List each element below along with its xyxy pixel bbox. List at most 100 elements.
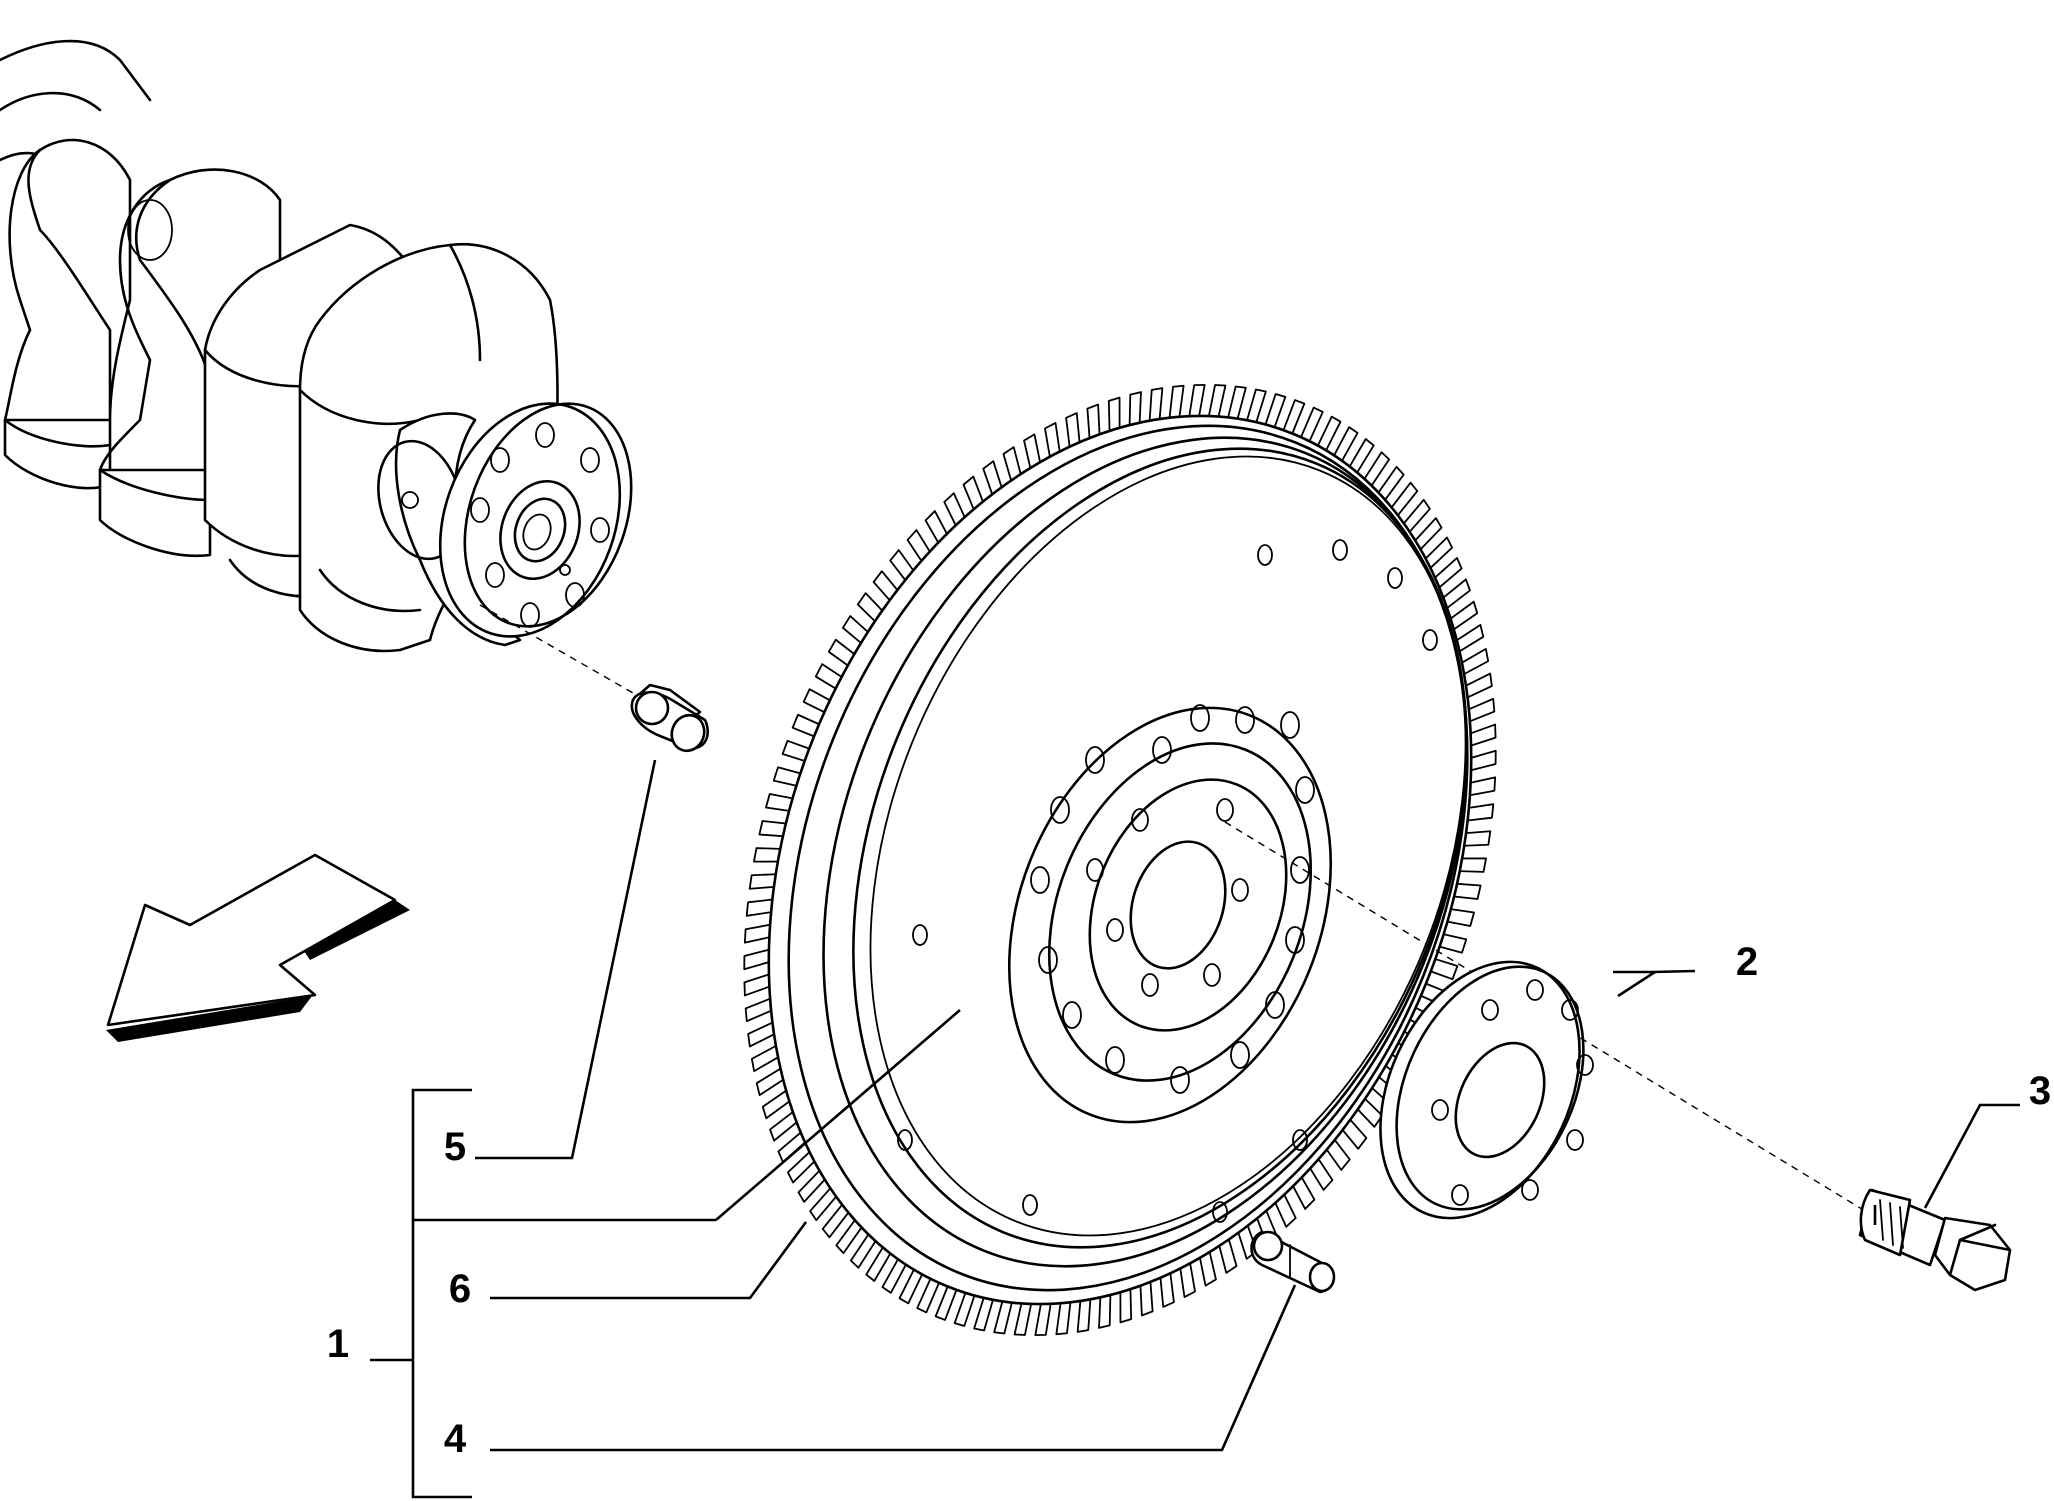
- gear-tooth: [1458, 857, 1487, 873]
- gear-tooth: [1446, 908, 1475, 927]
- gear-tooth: [1434, 557, 1463, 589]
- hub-holes: [1030, 704, 1315, 1094]
- gear-tooth: [1469, 723, 1497, 747]
- gear-tooth: [1098, 1294, 1112, 1329]
- gear-tooth: [1065, 412, 1081, 448]
- gear-tooth: [743, 948, 770, 971]
- callout-1: 1: [327, 1322, 349, 1366]
- gear-tooth: [916, 1277, 940, 1314]
- gear-tooth: [755, 1067, 785, 1096]
- gear-tooth: [1148, 387, 1164, 422]
- callout-3: 3: [2029, 1069, 2051, 1113]
- gear-tooth: [1402, 498, 1431, 533]
- rim-holes: [897, 539, 1438, 1223]
- gear-tooth: [772, 766, 802, 787]
- gear-tooth: [1199, 1251, 1217, 1287]
- direction-arrow-icon: [106, 853, 410, 1042]
- gear-tooth: [1119, 1288, 1133, 1324]
- callout-leaders: [370, 759, 2020, 1499]
- gear-tooth: [1449, 600, 1479, 631]
- gear-tooth: [750, 1044, 779, 1073]
- gear-tooth: [1325, 1138, 1351, 1171]
- gear-tooth: [1086, 403, 1101, 440]
- gear-tooth: [1139, 1280, 1154, 1317]
- gear-tooth: [881, 1258, 907, 1294]
- gear-tooth: [953, 1291, 976, 1327]
- gear-tooth: [814, 663, 843, 690]
- gear-tooth: [797, 1169, 826, 1203]
- gear-tooth: [1348, 438, 1375, 474]
- gear-tooth: [1356, 1097, 1384, 1128]
- gear-tooth: [1128, 391, 1142, 426]
- gear-tooth: [1465, 672, 1493, 699]
- gear-tooth: [1341, 1118, 1368, 1150]
- gear-tooth: [849, 1233, 877, 1269]
- gear-tooth: [802, 688, 831, 714]
- gear-tooth: [1467, 697, 1496, 723]
- gear-tooth: [1377, 465, 1405, 501]
- gear-tooth: [1282, 399, 1306, 435]
- gear-tooth: [962, 475, 984, 511]
- gear-tooth: [743, 973, 771, 997]
- crankshaft: [0, 39, 633, 653]
- gear-tooth: [1424, 536, 1454, 569]
- gear-tooth: [791, 713, 820, 738]
- gear-tooth: [827, 638, 856, 667]
- gear-tooth: [745, 898, 774, 917]
- gear-tooth: [765, 793, 794, 812]
- gear-tooth: [1013, 1302, 1033, 1336]
- gear-tooth: [1390, 481, 1419, 517]
- gear-tooth: [761, 1089, 791, 1120]
- gear-tooth: [809, 1187, 838, 1222]
- gear-tooth: [841, 615, 869, 644]
- gear-tooth: [1455, 624, 1485, 653]
- gear-tooth: [924, 510, 948, 544]
- gear-tooth: [781, 739, 811, 762]
- gear-tooth: [753, 847, 782, 863]
- gear-tooth: [769, 1111, 798, 1142]
- callout-2: 2: [1736, 940, 1758, 984]
- gear-tooth: [1438, 933, 1468, 954]
- gear-tooth: [1363, 451, 1391, 487]
- gear-tooth: [744, 997, 773, 1023]
- gear-tooth: [1264, 393, 1287, 429]
- gear-tooth: [821, 1203, 850, 1239]
- gear-tooth: [1159, 1272, 1175, 1308]
- gear-tooth: [973, 1296, 994, 1332]
- flywheel: [743, 383, 1497, 1337]
- callout-4: 4: [444, 1417, 467, 1461]
- gear-tooth: [1168, 384, 1185, 419]
- gear-tooth: [1274, 1193, 1297, 1228]
- gear-tooth: [1309, 1158, 1334, 1191]
- gear-tooth: [1429, 958, 1459, 981]
- gear-tooth: [943, 492, 966, 527]
- gear-tooth: [1002, 446, 1022, 482]
- gear-tooth: [748, 873, 777, 890]
- gear-tooth: [856, 592, 884, 623]
- gear-tooth: [1300, 406, 1324, 443]
- gear-tooth: [1188, 383, 1206, 418]
- gear-tooth: [1453, 882, 1482, 900]
- gear-tooth: [1466, 803, 1495, 822]
- gear-tooth: [1470, 749, 1497, 772]
- gear-tooth: [898, 1268, 924, 1305]
- gear-tooth: [1461, 647, 1490, 676]
- gear-tooth: [1227, 385, 1247, 420]
- callout-6: 6: [449, 1267, 471, 1311]
- gear-tooth: [1044, 422, 1061, 458]
- gear-tooth: [1469, 776, 1497, 797]
- gear-tooth: [786, 1151, 816, 1184]
- gear-tooth: [1179, 1262, 1196, 1298]
- gear-tooth: [993, 1300, 1013, 1335]
- gear-tooth: [1442, 578, 1471, 609]
- locating-pin: [1250, 1230, 1336, 1294]
- gear-tooth: [1246, 388, 1267, 424]
- gear-tooth: [747, 1021, 775, 1048]
- gear-tooth: [1316, 415, 1342, 452]
- gear-tooth: [1292, 1176, 1316, 1210]
- gear-tooth: [835, 1219, 863, 1255]
- gear-tooth: [906, 529, 931, 562]
- flywheel-bolt: [1858, 1188, 2012, 1292]
- gear-tooth: [1333, 426, 1359, 462]
